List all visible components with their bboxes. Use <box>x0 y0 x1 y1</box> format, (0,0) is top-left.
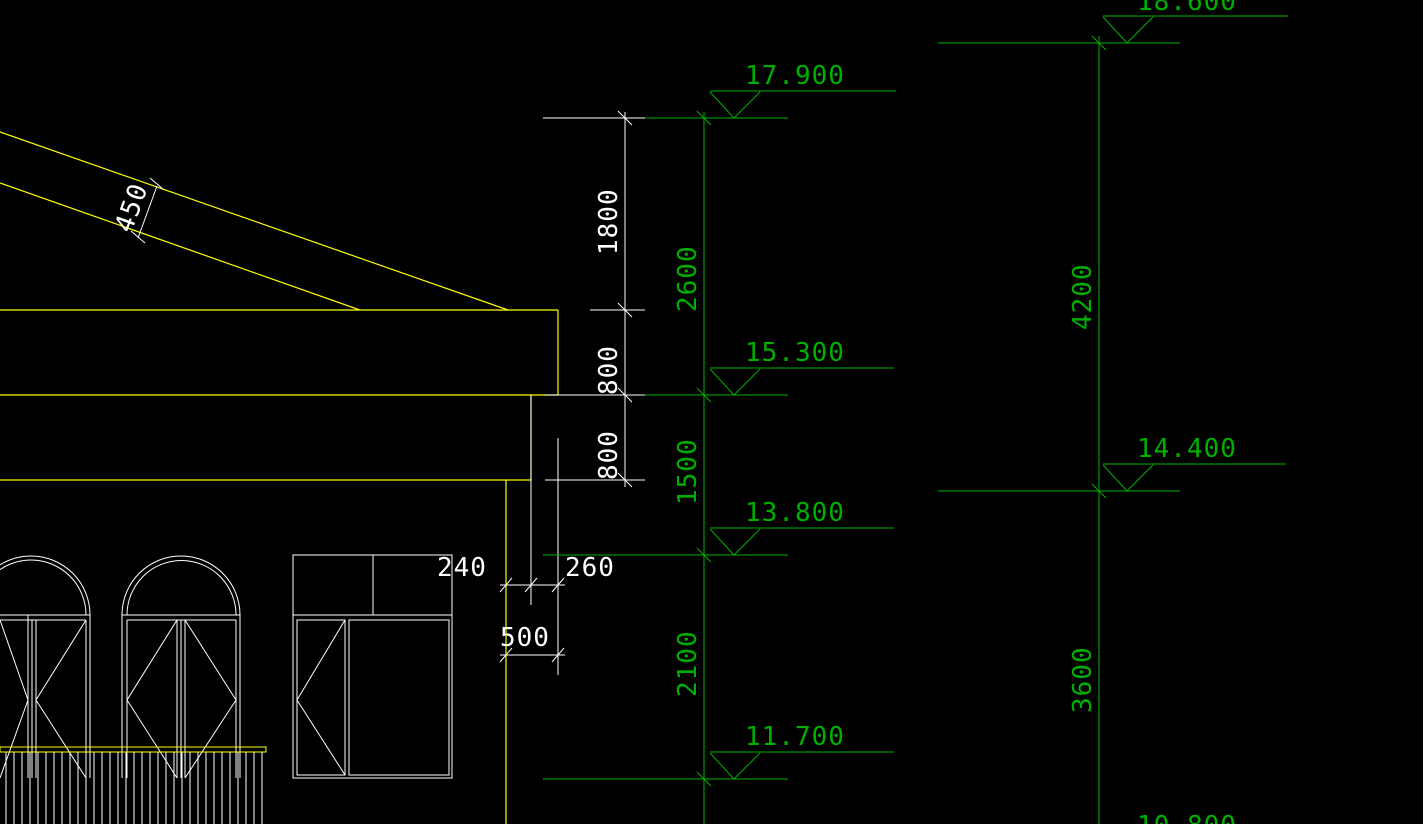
elevation-label-15300: 15.300 <box>745 338 845 368</box>
roof-outline <box>0 131 559 824</box>
elevation-label-11700: 11.700 <box>745 722 845 752</box>
dim-800-lower: 800 <box>594 430 624 480</box>
rectangular-window <box>292 554 453 779</box>
dim-1800: 1800 <box>594 188 624 255</box>
dim-2600: 2600 <box>673 245 703 312</box>
elevation-marker-11700 <box>709 751 894 780</box>
dim-240: 240 <box>437 553 487 583</box>
roof-thickness-dimension <box>130 177 165 244</box>
elevation-label-bottom-right: 10.800 <box>1137 811 1237 824</box>
green-dimension-chain-a <box>543 110 788 824</box>
dim-4200: 4200 <box>1068 263 1098 330</box>
arched-window-center <box>121 555 241 779</box>
dim-3600: 3600 <box>1068 646 1098 713</box>
roof-dimension-chain <box>543 110 645 488</box>
dim-500: 500 <box>500 623 550 653</box>
dim-450: 450 <box>109 179 154 236</box>
elevation-marker-15300 <box>709 367 894 396</box>
elevation-label-14400: 14.400 <box>1137 434 1237 464</box>
elevation-label-17900: 17.900 <box>745 61 845 91</box>
elevation-label-top-right: 18.600 <box>1137 0 1237 17</box>
elevation-marker-14400 <box>1102 463 1286 492</box>
railing-balusters <box>5 752 263 824</box>
arched-window-left <box>0 555 91 779</box>
elevation-marker-17900 <box>709 90 896 119</box>
balcony-railing <box>0 746 267 753</box>
elevation-marker-13800 <box>709 527 894 556</box>
elevation-marker-top-right <box>1102 15 1288 44</box>
green-dimension-chain-b <box>938 35 1180 824</box>
dim-2100: 2100 <box>673 630 703 697</box>
dim-1500: 1500 <box>673 438 703 505</box>
dim-800-upper: 800 <box>594 345 624 395</box>
wall-offset-dimensions <box>499 395 565 675</box>
dim-260: 260 <box>565 553 615 583</box>
elevation-label-13800: 13.800 <box>745 498 845 528</box>
